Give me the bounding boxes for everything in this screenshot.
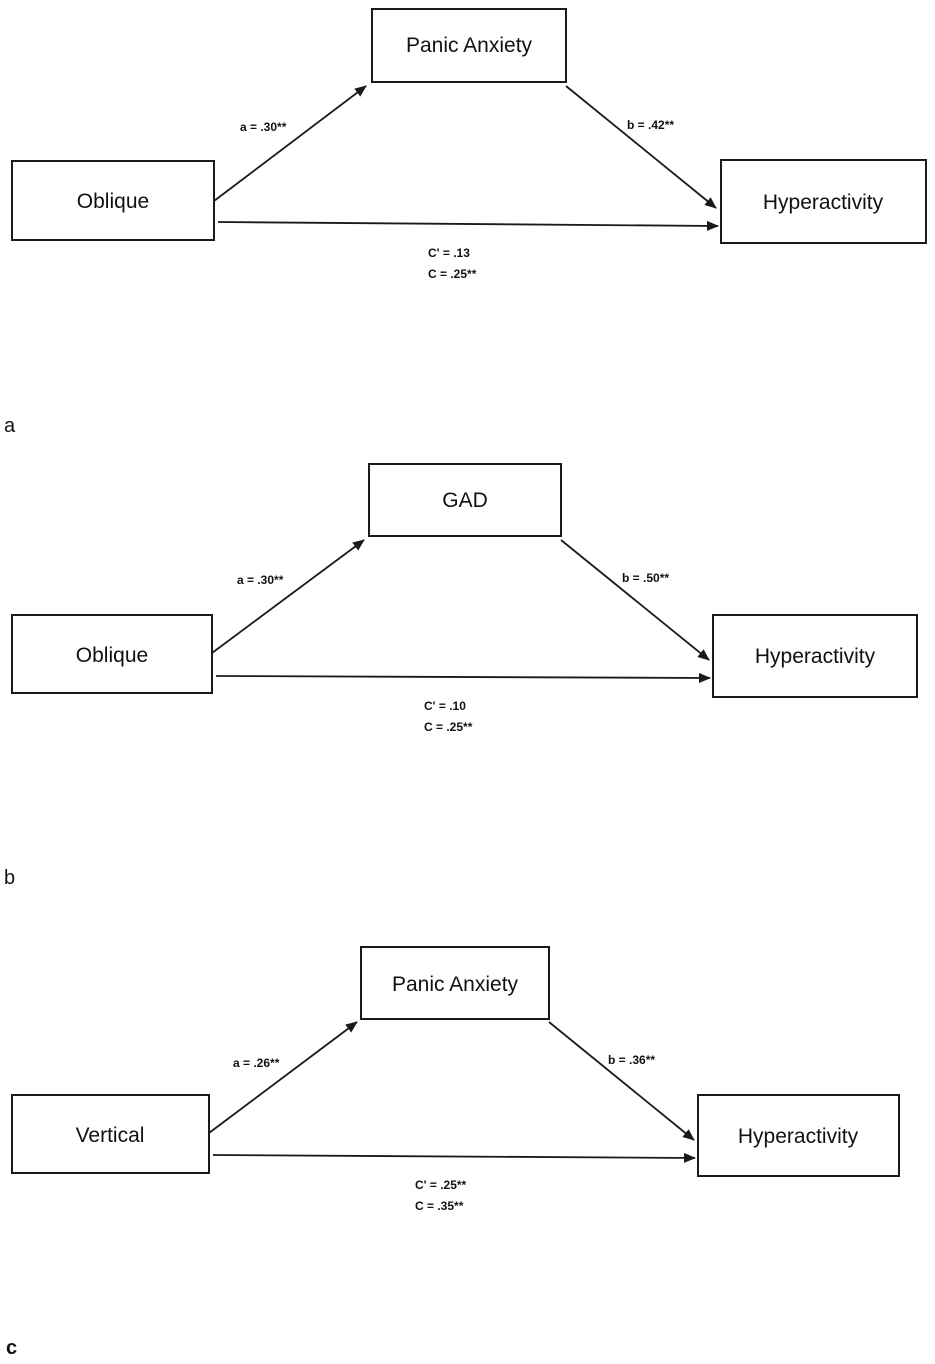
panel-a: Panic Anxiety Oblique Hyperactivity a = … (4, 8, 927, 437)
path-c-label: C = .25** (424, 720, 473, 734)
predictor-box (11, 614, 213, 694)
mediator-box (360, 946, 550, 1020)
path-c-label: C = .25** (428, 267, 477, 281)
path-c-prime-label: C' = .25** (415, 1178, 467, 1192)
mediator-box (371, 8, 567, 83)
path-c-prime-label: C' = .13 (428, 246, 470, 260)
path-a-arrow (211, 539, 365, 654)
path-c-prime-label: C' = .10 (424, 699, 466, 713)
path-b-label: b = .36** (608, 1053, 655, 1067)
path-b-arrow (560, 539, 710, 661)
panel-letter: c (6, 1337, 17, 1359)
path-c-arrow (217, 220, 719, 231)
path-a-label: a = .30** (237, 573, 284, 587)
panel-letter: b (4, 867, 15, 889)
path-b-label: b = .42** (627, 118, 674, 132)
path-b-label: b = .50** (622, 571, 669, 585)
panel-c: Panic Anxiety Vertical Hyperactivity a =… (6, 946, 900, 1359)
outcome-box (720, 159, 927, 244)
panel-b: GAD Oblique Hyperactivity a = .30** b = … (4, 463, 918, 889)
predictor-label: Oblique (76, 644, 148, 667)
path-b-arrow (548, 1021, 695, 1141)
panel-letter: a (4, 415, 16, 437)
path-c-arrow (215, 672, 711, 683)
outcome-label: Hyperactivity (755, 645, 876, 668)
mediator-label: Panic Anxiety (406, 34, 533, 57)
path-b-arrow (565, 85, 717, 209)
path-a-arrow (208, 1021, 358, 1134)
outcome-label: Hyperactivity (738, 1125, 859, 1148)
predictor-label: Vertical (76, 1124, 145, 1147)
outcome-label: Hyperactivity (763, 191, 884, 214)
mediator-label: Panic Anxiety (392, 973, 519, 996)
path-a-label: a = .26** (233, 1056, 280, 1070)
mediator-label: GAD (442, 489, 488, 512)
path-a-arrow (213, 85, 367, 202)
path-a-label: a = .30** (240, 120, 287, 134)
predictor-label: Oblique (77, 190, 149, 213)
predictor-box (11, 160, 215, 241)
predictor-box (11, 1094, 210, 1174)
outcome-box (712, 614, 918, 698)
path-c-arrow (212, 1152, 696, 1163)
path-c-label: C = .35** (415, 1199, 464, 1213)
outcome-box (697, 1094, 900, 1177)
mediator-box (368, 463, 562, 537)
